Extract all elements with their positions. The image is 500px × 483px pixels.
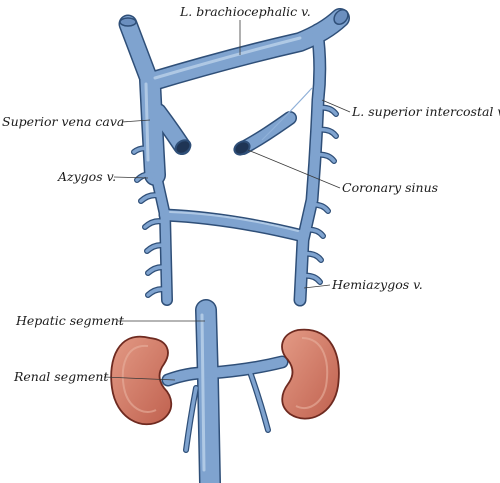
transverse-connecting-vein-fill [160,210,308,241]
hemiazygos-branch-4-fill [307,202,330,213]
hemiazygos-branch-5-fill [302,227,325,238]
left-brachiocephalic-end-opening [333,9,349,25]
azygos-branch-5-fill [145,243,168,253]
hemiazygos-branch-1-fill [316,105,338,116]
leader-coronary-sinus [247,149,341,189]
azygos-branch-4-fill [143,219,166,229]
inferior-vena-cava-fill [196,300,220,483]
leader-lines [103,20,351,381]
brachiocephalic-highlight [153,36,302,80]
veins-fill [120,9,349,483]
leader-sup-intercostal [321,99,351,113]
left-kidney-inner-shade [121,344,157,413]
hemiazygos-branch-7-fill [299,273,322,284]
transverse-highlight [169,211,299,232]
leader-hemiazygos [303,284,331,289]
leader-renal [103,376,176,381]
label-azygos: Azygos v. [57,169,116,184]
vein-highlights [144,36,302,472]
hemiazygos-branch-3-fill [313,152,336,163]
label-hepatic-segment: Hepatic segment [15,313,125,328]
right-renal-vein-fill [205,357,287,378]
brachiocephalic-top-opening [119,17,137,27]
label-superior-intercostal: L. superior intercostal v. [351,104,500,119]
right-kidney [281,328,340,420]
superior-vena-cava-fill [140,70,165,185]
hemiazygos-branch-6-fill [300,251,323,262]
label-hemiazygos: Hemiazygos v. [331,277,423,292]
svc-stump-opening [174,139,192,155]
leader-svc [121,119,151,123]
azygos-branch-7-fill [146,287,169,297]
left-lower-branch-fill [184,386,198,452]
azygos-branch-2-fill [135,172,158,182]
right-lower-branch-fill [248,370,270,432]
hemiazygos-branch-2-fill [315,127,338,138]
label-left-brachiocephalic: L. brachiocephalic v. [179,4,311,19]
azygos-branch-6-fill [146,265,169,275]
label-superior-vena-cava: Superior vena cava [2,114,124,129]
right-kidney-inner-shade [295,337,329,409]
svc-highlight [144,82,150,162]
label-renal-segment: Renal segment [13,369,109,384]
left-brachiocephalic-vein-fill [141,9,349,91]
azygos-branch-3-fill [139,193,162,203]
coronary-sinus-vessel-fill [237,112,296,154]
label-coronary-sinus: Coronary sinus [342,180,438,195]
fine-vessel-line [261,87,313,141]
azygos-branch-1-fill [132,146,154,154]
leader-azygos [113,176,149,179]
coronary-sinus-opening [233,140,251,156]
intercostal-branches-fill [132,105,338,297]
ivc-highlight [200,313,206,472]
